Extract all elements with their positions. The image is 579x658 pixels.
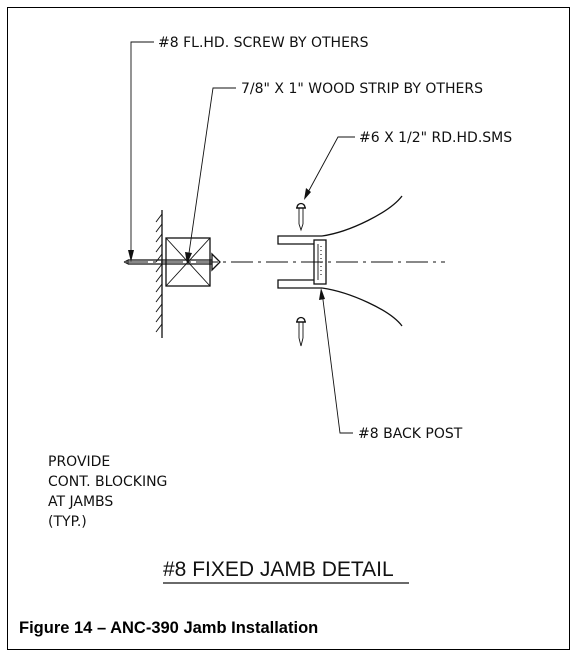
detail-title: #8 FIXED JAMB DETAIL [163,558,394,581]
note-line-1: PROVIDE [48,454,110,470]
back-post-channel [277,235,327,289]
back-post-label: #8 BACK POST [358,426,463,442]
panel-curves [321,195,403,327]
sms-label: #6 X 1/2" RD.HD.SMS [359,130,512,146]
back-post-leader [319,288,353,434]
wood-strip-label: 7/8" X 1" WOOD STRIP BY OTHERS [241,81,483,97]
note-line-3: AT JAMBS [48,494,113,510]
round-head-screw-top [296,202,306,232]
screw-label: #8 FL.HD. SCREW BY OTHERS [158,35,369,51]
round-head-screw-bottom [296,316,306,347]
sms-leader [304,136,355,200]
figure-frame [7,7,570,650]
note-line-4: (TYP.) [48,514,87,530]
wall-hatch [155,210,163,338]
note-line-2: CONT. BLOCKING [48,474,167,490]
screw-leader [128,41,154,262]
figure-caption: Figure 14 – ANC-390 Jamb Installation [19,619,318,637]
